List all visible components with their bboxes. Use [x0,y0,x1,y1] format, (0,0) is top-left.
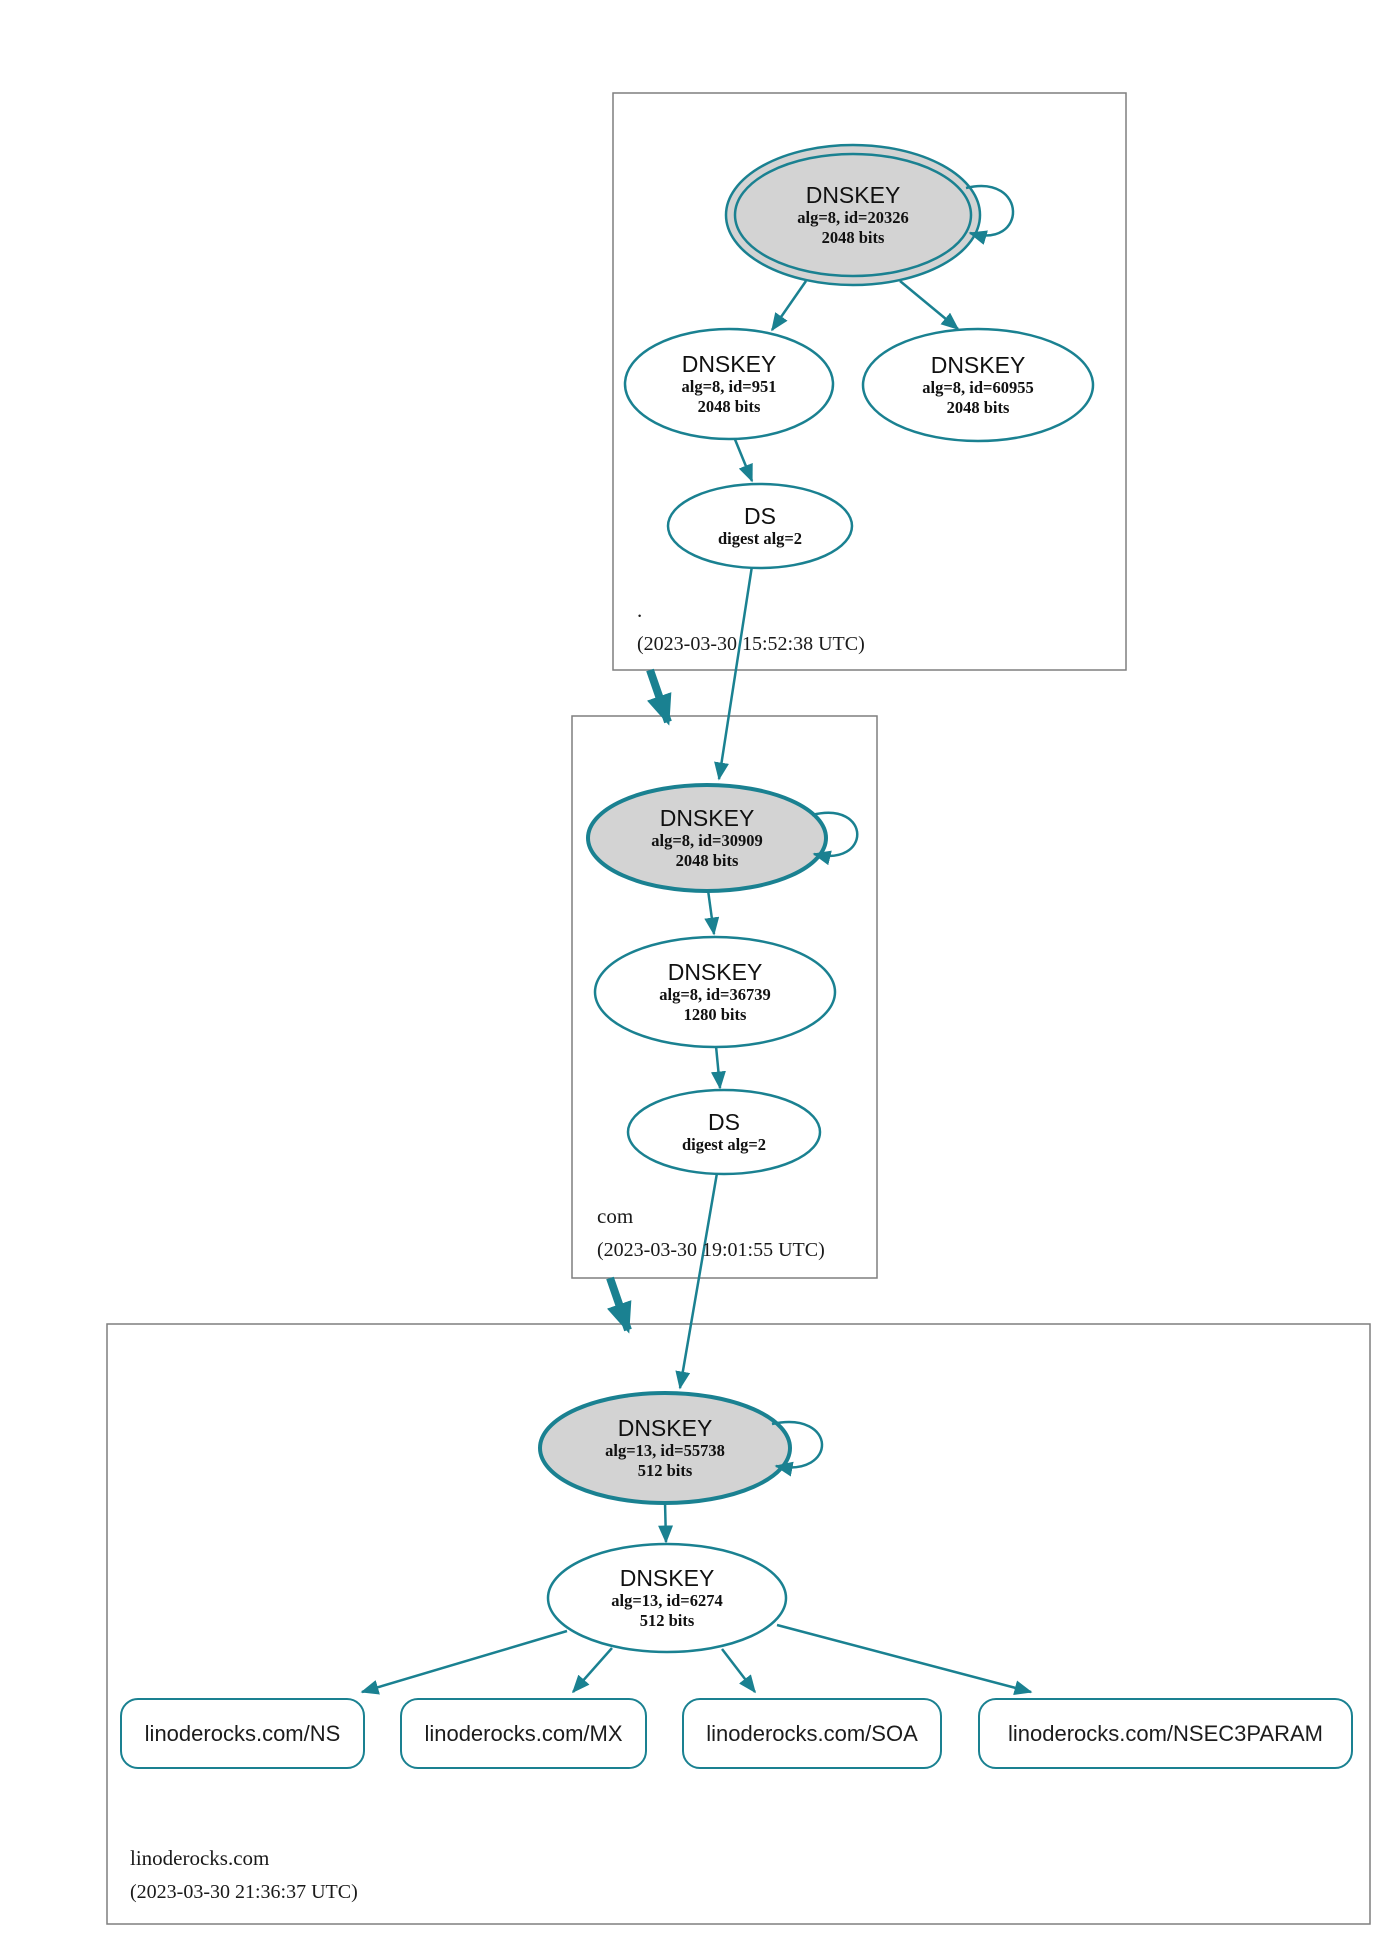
node-ds-root: DS digest alg=2 [718,503,802,549]
node-alg: alg=13, id=55738 [605,1441,725,1460]
node-title: DNSKEY [617,1415,713,1441]
node-dnskey-lino-zsk: DNSKEY alg=13, id=6274 512 bits [611,1565,722,1631]
node-dnskey-root-zsk951: DNSKEY alg=8, id=951 2048 bits [682,351,777,417]
node-dnskey-root-zsk60955: DNSKEY alg=8, id=60955 2048 bits [922,352,1033,418]
node-size: 512 bits [637,1461,693,1480]
zone-timestamp: (2023-03-30 19:01:55 UTC) [597,1239,825,1261]
record-box-ns: linoderocks.com/NS [120,1698,365,1769]
self-loop-icon-root-ksk [965,184,1015,245]
node-alg: alg=8, id=60955 [922,378,1034,397]
record-label: linoderocks.com/MX [424,1720,623,1746]
node-ds-com: DS digest alg=2 [682,1109,766,1155]
node-ellipse-root-zsk951 [623,327,835,441]
node-title: DNSKEY [619,1565,715,1591]
node-title: DNSKEY [659,805,755,831]
node-ellipse-root-zsk60955 [861,327,1095,443]
edge-com-zsk-to-ds [710,1045,726,1090]
node-ellipse-root-ksk-inner [733,152,973,278]
node-title: DS [744,503,776,529]
node-size: 2048 bits [821,228,885,247]
edge-lino-zsk-to-mx [572,1647,613,1694]
node-detail: digest alg=2 [681,1135,767,1154]
self-loop-icon-com-ksk [811,811,859,866]
node-alg: alg=8, id=20326 [797,208,909,227]
record-label: linoderocks.com/SOA [706,1720,918,1746]
zone-box-linoderocks [106,1323,1371,1925]
node-ellipse-lino-ksk [538,1391,792,1505]
zone-name: com [597,1204,634,1228]
node-title: DNSKEY [805,182,901,208]
node-dnskey-com-ksk: DNSKEY alg=8, id=30909 2048 bits [651,805,762,871]
edge-zone-com-to-linoderocks [606,1276,632,1334]
zone-name: . [637,598,643,622]
record-box-soa: linoderocks.com/SOA [682,1698,942,1769]
zone-box-root [612,92,1127,671]
node-detail: digest alg=2 [717,529,803,548]
node-dnskey-lino-ksk: DNSKEY alg=13, id=55738 512 bits [605,1415,725,1481]
edge-root-zsk951-to-ds [732,436,754,483]
edge-lino-zsk-to-nsec3param [776,1623,1033,1696]
self-loop-icon-lino-ksk [771,1420,824,1477]
edge-root-ksk-to-zsk60955 [899,280,960,330]
edge-lino-zsk-to-ns [360,1629,568,1695]
zone-timestamp: (2023-03-30 21:36:37 UTC) [130,1881,358,1903]
record-label: linoderocks.com/NS [144,1720,341,1746]
node-dnskey-com-zsk: DNSKEY alg=8, id=36739 1280 bits [659,959,770,1025]
node-alg: alg=8, id=951 [681,377,777,396]
node-ellipse-com-zsk [593,935,837,1049]
edge-root-ds-to-com-ksk [714,565,754,781]
node-ellipse-root-ds [666,482,854,570]
node-size: 512 bits [639,1611,695,1630]
node-title: DNSKEY [667,959,763,985]
node-title: DNSKEY [681,351,777,377]
zone-box-com [571,715,878,1279]
edge-com-ksk-to-zsk [704,889,720,936]
record-box-mx: linoderocks.com/MX [400,1698,647,1769]
edge-zone-root-to-com [646,668,672,726]
node-title: DS [708,1109,740,1135]
edge-root-ksk-to-zsk951 [770,280,808,332]
zone-name: linoderocks.com [130,1846,270,1870]
node-size: 2048 bits [697,397,761,416]
node-alg: alg=13, id=6274 [611,1591,723,1610]
node-dnskey-root-ksk: DNSKEY alg=8, id=20326 2048 bits [797,182,908,248]
node-size: 1280 bits [683,1005,747,1024]
node-ellipse-com-ksk [586,783,828,893]
node-ellipse-lino-zsk [546,1542,788,1654]
edge-com-ds-to-linoderocks-ksk [675,1172,719,1390]
edge-lino-zsk-to-soa [721,1648,756,1694]
zone-label-root: . (2023-03-30 15:52:38 UTC) [637,598,865,655]
node-alg: alg=8, id=36739 [659,985,771,1004]
record-label: linoderocks.com/NSEC3PARAM [1007,1720,1324,1746]
record-box-nsec3param: linoderocks.com/NSEC3PARAM [978,1698,1353,1769]
zone-timestamp: (2023-03-30 15:52:38 UTC) [637,633,865,655]
node-title: DNSKEY [930,352,1026,378]
node-size: 2048 bits [675,851,739,870]
zone-label-com: com (2023-03-30 19:01:55 UTC) [597,1204,825,1261]
zone-label-linoderocks: linoderocks.com (2023-03-30 21:36:37 UTC… [130,1846,358,1903]
edge-lino-ksk-to-zsk [658,1501,674,1544]
node-alg: alg=8, id=30909 [651,831,763,850]
node-ellipse-com-ds [626,1088,822,1176]
node-ellipse-root-ksk-outer [724,143,982,287]
node-size: 2048 bits [946,398,1010,417]
